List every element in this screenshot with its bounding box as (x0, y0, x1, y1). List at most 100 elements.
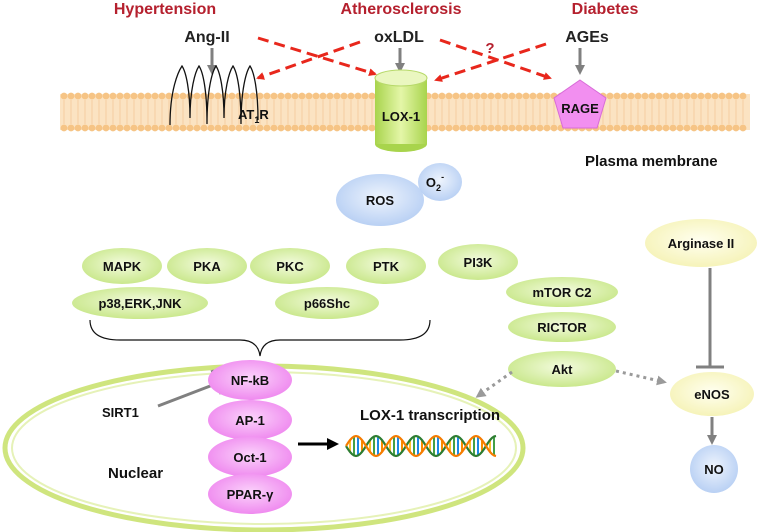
rage-receptor (553, 79, 607, 129)
lipid-head-bottom (361, 124, 369, 132)
lipid-head-top (312, 92, 320, 100)
lipid-head-top (431, 92, 439, 100)
at1r-label: AT1R (238, 107, 269, 125)
lipid-head-bottom (690, 124, 698, 132)
lipid-head-top (207, 92, 215, 100)
p66shc-label: p66Shc (304, 296, 350, 311)
lox1-label: LOX-1 (382, 109, 420, 124)
lipid-head-bottom (676, 124, 684, 132)
lipid-head-bottom (683, 124, 691, 132)
akt-label: Akt (552, 362, 574, 377)
ligand-ages: AGEs (565, 29, 609, 46)
lipid-head-top (193, 92, 201, 100)
lipid-head-bottom (627, 124, 635, 132)
ros-node (336, 174, 424, 226)
factor-ppar-gamma-label: PPAR-γ (227, 487, 274, 502)
lipid-head-bottom (536, 124, 544, 132)
dashed-arrow-oxldl-to-at1r (256, 40, 361, 80)
plasma-membrane-label: Plasma membrane (585, 153, 718, 170)
kinase-ptk (346, 248, 426, 284)
lipid-head-top (543, 92, 551, 100)
lipid-head-top (718, 92, 726, 100)
rage-label: RAGE (561, 101, 599, 116)
lipid-head-bottom (298, 124, 306, 132)
lipid-head-bottom (60, 124, 68, 132)
lipid-head-bottom (522, 124, 530, 132)
lipid-head-top (606, 92, 614, 100)
lipid-head-bottom (704, 124, 712, 132)
lipid-head-top (452, 92, 460, 100)
lipid-head-top (144, 92, 152, 100)
factor-ap-1 (208, 400, 292, 440)
lipid-head-top (74, 92, 82, 100)
lipid-head-bottom (221, 124, 229, 132)
lipid-head-bottom (613, 124, 621, 132)
lipid-head-top (130, 92, 138, 100)
factor-oct-1-label: Oct-1 (233, 450, 266, 465)
lipid-head-bottom (340, 124, 348, 132)
lipid-head-top (284, 92, 292, 100)
factor-nf-kb (208, 360, 292, 400)
lipid-head-bottom (641, 124, 649, 132)
lipid-head-top (522, 92, 530, 100)
lipid-head-bottom (116, 124, 124, 132)
lipid-head-top (249, 92, 257, 100)
lipid-head-top (123, 92, 131, 100)
dna-helix-icon (345, 434, 497, 458)
lipid-head-top (242, 92, 250, 100)
kinase-pkc-label: PKC (276, 259, 304, 274)
factor-nf-kb-label: NF-kB (231, 373, 269, 388)
lipid-head-top (326, 92, 334, 100)
lipid-head-top (515, 92, 523, 100)
lipid-head-top (536, 92, 544, 100)
lipid-head-bottom (88, 124, 96, 132)
lox1-receptor (374, 69, 428, 152)
dna-strand (345, 434, 497, 458)
superoxide-label: O2- (426, 172, 444, 193)
lipid-head-top (60, 92, 68, 100)
lipid-head-top (256, 92, 264, 100)
lipid-head-bottom (732, 124, 740, 132)
lipid-head-top (67, 92, 75, 100)
lipid-head-top (291, 92, 299, 100)
at1r-receptor-shape (169, 64, 259, 126)
kinase-pkc (250, 248, 330, 284)
lipid-head-top (676, 92, 684, 100)
enos-node (670, 372, 754, 416)
lipid-head-bottom (669, 124, 677, 132)
lipid-head-bottom (739, 124, 747, 132)
nuclear-label: Nuclear (108, 465, 163, 482)
rictor-node (508, 312, 616, 342)
lipid-head-bottom (291, 124, 299, 132)
lipid-head-top (347, 92, 355, 100)
lipid-head-top (102, 92, 110, 100)
lipid-head-top (158, 92, 166, 100)
lipid-head-bottom (193, 124, 201, 132)
lipid-head-bottom (312, 124, 320, 132)
lipid-head-bottom (130, 124, 138, 132)
lipid-head-bottom (655, 124, 663, 132)
lipid-head-top (179, 92, 187, 100)
lipid-head-bottom (186, 124, 194, 132)
dashed-arrow-ang2-to-lox1 (257, 36, 377, 77)
lipid-head-bottom (452, 124, 460, 132)
lipid-head-bottom (354, 124, 362, 132)
lipid-head-bottom (697, 124, 705, 132)
lipid-head-top (494, 92, 502, 100)
lipid-head-top (711, 92, 719, 100)
lipid-head-top (683, 92, 691, 100)
lipid-head-bottom (144, 124, 152, 132)
lipid-head-top (95, 92, 103, 100)
lipid-head-top (333, 92, 341, 100)
kinase-pi3k (438, 244, 518, 280)
lipid-head-bottom (487, 124, 495, 132)
question-mark: ? (485, 40, 494, 57)
ligand-oxldl: oxLDL (374, 29, 424, 46)
lipid-head-top (508, 92, 516, 100)
lipid-head-bottom (368, 124, 376, 132)
ligand-ang-ii: Ang-II (184, 29, 229, 46)
lipid-head-top (270, 92, 278, 100)
lipid-head-bottom (543, 124, 551, 132)
